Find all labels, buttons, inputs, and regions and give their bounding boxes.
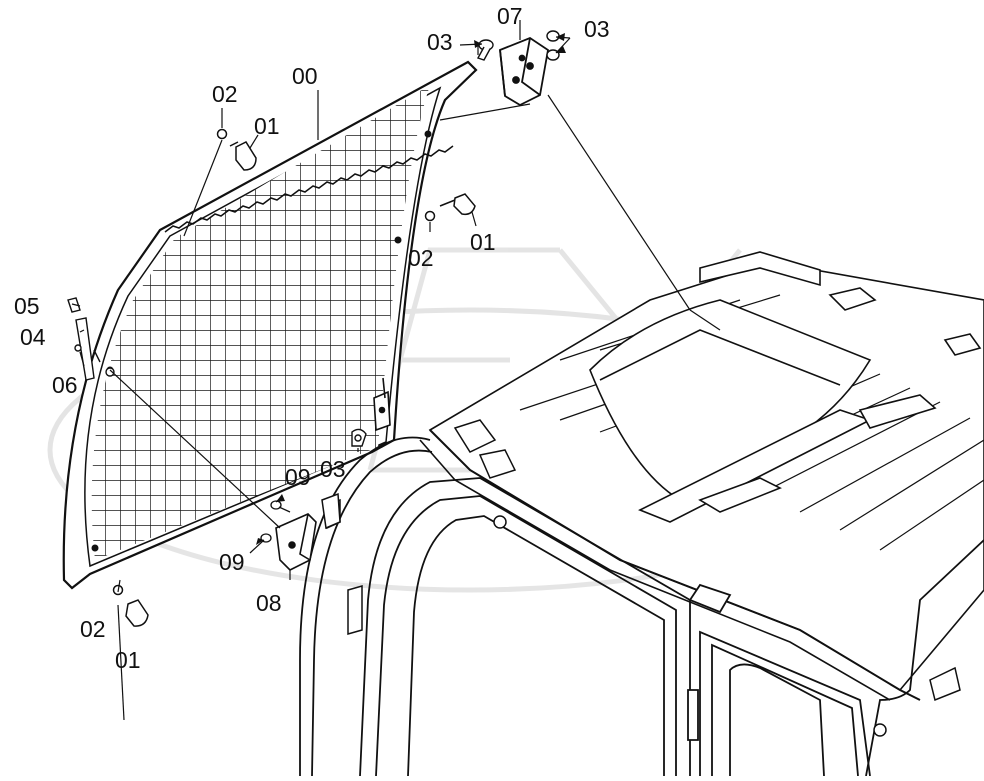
callout-00: 00: [292, 63, 318, 89]
knob-01-lower: [125, 599, 149, 627]
cab-body: [419, 251, 984, 701]
bracket-08: [275, 513, 317, 571]
callout-04: 04: [20, 324, 46, 350]
hinge-block: [499, 36, 549, 107]
callout-05: 05: [14, 293, 40, 319]
guard-screen: [62, 60, 478, 590]
callout-03-top-right: 03: [584, 16, 610, 42]
callout-09-upper: 09: [285, 464, 311, 490]
leader-lines: [71, 20, 721, 721]
callout-09-lower: 09: [219, 549, 245, 575]
callout-02-upper: 02: [212, 81, 238, 107]
callout-06: 06: [52, 372, 78, 398]
bolt-03-lower: [351, 428, 367, 447]
arrowheads: [256, 33, 566, 545]
bolt-03-top-left: [476, 39, 494, 61]
knob-01-upper: [229, 141, 257, 171]
bolt-09-upper: [270, 500, 291, 513]
callout-07: 07: [497, 3, 523, 29]
screen-hinge-bracket: [373, 377, 391, 432]
callout-02-right: 02: [408, 245, 434, 271]
callout-01-lower: 01: [115, 647, 141, 673]
callout-01-right: 01: [470, 229, 496, 255]
callout-08: 08: [256, 590, 282, 616]
nut-02-upper: [216, 128, 228, 140]
callout-03-top-left: 03: [427, 29, 453, 55]
cab-window-frame: [299, 436, 984, 777]
callout-02-lower: 02: [80, 616, 106, 642]
bolt-03-top-right: [546, 30, 560, 61]
callout-labels: 00 01 01 01 02 02 02 03 03 03 04 05 06 0…: [14, 3, 610, 673]
callout-03-lower: 03: [320, 456, 346, 482]
callout-01-upper: 01: [254, 113, 280, 139]
nut-02-right: [424, 210, 436, 222]
knob-01-right: [439, 193, 476, 216]
side-bracket: [321, 492, 341, 530]
